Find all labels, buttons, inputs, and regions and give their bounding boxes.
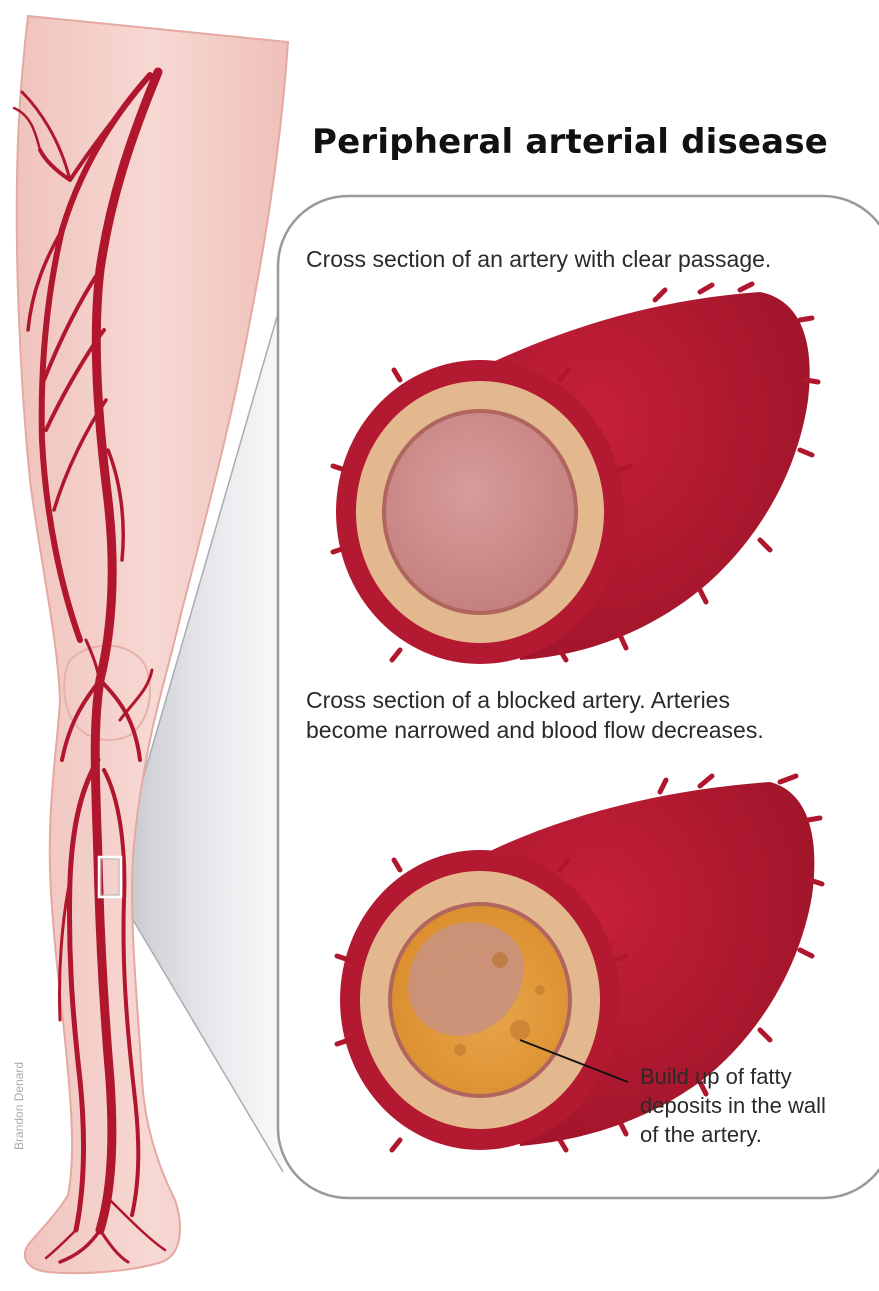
page-title: Peripheral arterial disease [312,122,828,162]
artist-credit: Brandon Denard [12,1062,26,1150]
caption-deposit-line2: deposits in the wall [640,1091,826,1120]
caption-fatty-deposits: Build up of fatty deposits in the wall o… [640,1062,826,1149]
caption-clear-artery: Cross section of an artery with clear pa… [306,244,771,274]
caption-deposit-line3: of the artery. [640,1120,826,1149]
caption-deposit-line1: Build up of fatty [640,1062,826,1091]
caption-blocked-line2: become narrowed and blood flow decreases… [306,715,764,745]
caption-blocked-artery: Cross section of a blocked artery. Arter… [306,685,764,745]
caption-blocked-line1: Cross section of a blocked artery. Arter… [306,685,764,715]
